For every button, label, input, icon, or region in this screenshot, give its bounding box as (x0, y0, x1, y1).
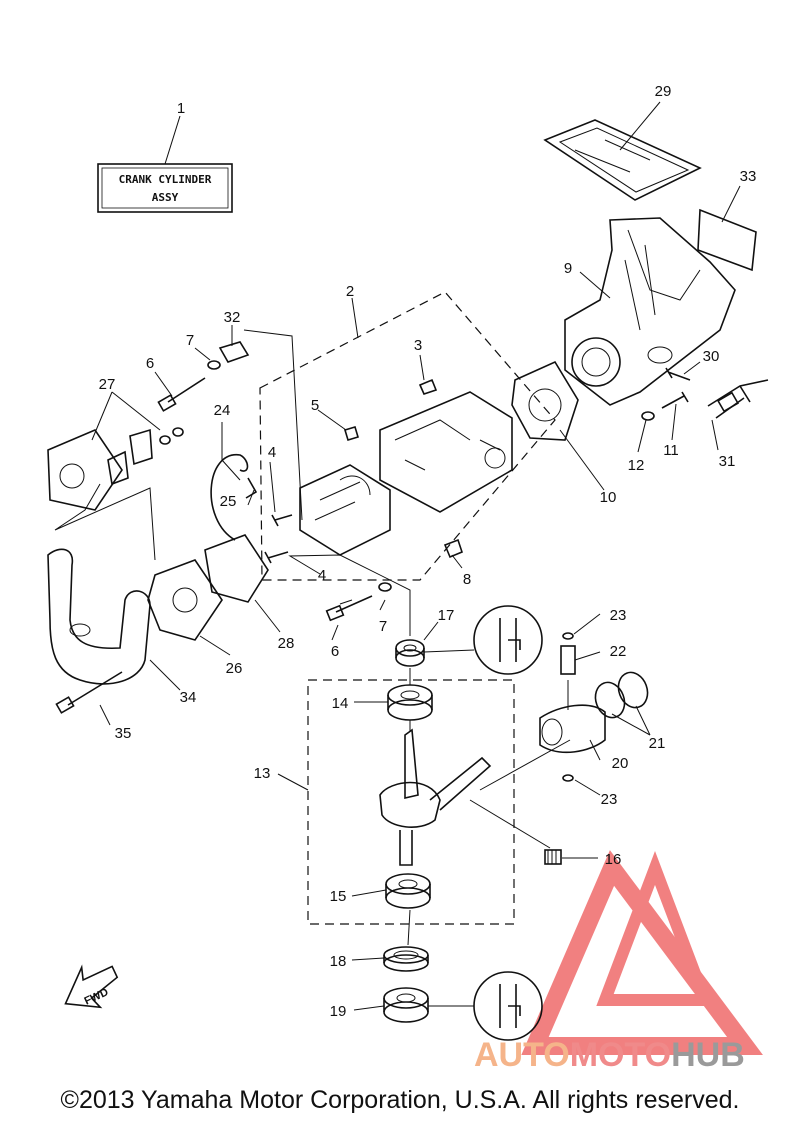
callout-16: 16 (605, 851, 622, 868)
callout-9: 9 (564, 260, 572, 277)
fwd-arrow-label: FWD (83, 986, 111, 1007)
callout-25: 25 (220, 493, 237, 510)
callout-30: 30 (703, 348, 720, 365)
callout-20: 20 (612, 755, 629, 772)
callout-15: 15 (330, 888, 347, 905)
part-20-piston (539, 704, 606, 754)
part-34-exhaust-manifold (47, 548, 151, 685)
part-15-bearing (385, 873, 431, 909)
callout-19: 19 (330, 1003, 347, 1020)
callout-14: 14 (332, 695, 349, 712)
callout-2: 2 (346, 283, 354, 300)
callout-21: 21 (649, 735, 666, 752)
callout-3: 3 (414, 337, 422, 354)
label-box-line2: ASSY (152, 191, 179, 204)
part-7-washer-upper (207, 360, 221, 370)
part-21-ring-1 (594, 681, 626, 719)
part-7-washer-lower (378, 582, 392, 592)
part-21-ring-2 (617, 671, 649, 709)
part-31-spark-plug (707, 379, 769, 419)
leader-lines (54, 101, 741, 1011)
part-8-dowel-pin (443, 538, 463, 559)
part-30-bolt (665, 367, 691, 381)
callout-7-upper: 7 (186, 332, 194, 349)
part-22-piston-pin (560, 645, 576, 675)
callout-31: 31 (719, 453, 736, 470)
part-32-clamp (218, 341, 250, 363)
seal-detail-circle-lower (473, 971, 543, 1041)
part-19-bearing (383, 987, 429, 1023)
callout-24: 24 (214, 402, 231, 419)
callout-4-lower: 4 (318, 567, 326, 584)
callout-35: 35 (115, 725, 132, 742)
part-14-bearing (387, 684, 433, 721)
callout-10: 10 (600, 489, 617, 506)
part-28-gasket (204, 534, 269, 603)
part-27-reed-valve (47, 427, 184, 511)
callout-5: 5 (311, 397, 319, 414)
callout-34: 34 (180, 689, 197, 706)
callout-29: 29 (655, 83, 672, 100)
callout-4-upper: 4 (268, 444, 276, 461)
part-13-crankshaft (379, 728, 492, 866)
part-16-needle-bearing (544, 849, 562, 865)
part-23-clip-upper (562, 632, 574, 640)
fwd-direction-arrow-icon: FWD (64, 964, 119, 1009)
part-24-hose (210, 454, 249, 541)
callout-22: 22 (610, 643, 627, 660)
watermark-auto: AUTO (474, 1036, 570, 1074)
part-35-bolt (55, 671, 123, 714)
seal-detail-circle-upper (473, 605, 543, 675)
watermark-text: AUTOMOTOHUB (474, 1036, 745, 1075)
part-26-intake-manifold (147, 559, 223, 641)
callout-11: 11 (663, 442, 679, 459)
callout-7-lower: 7 (379, 618, 387, 635)
watermark-logo-icon (521, 850, 763, 1055)
callout-26: 26 (226, 660, 243, 677)
assembly-label-box: CRANK CYLINDER ASSY (97, 163, 233, 213)
callout-6-lower: 6 (331, 643, 339, 660)
part-18-seal (383, 946, 429, 972)
callout-13: 13 (254, 765, 271, 782)
callout-33: 33 (740, 168, 757, 185)
copyright-footer: ©2013 Yamaha Motor Corporation, U.S.A. A… (60, 1086, 740, 1114)
part-6-bolt-upper (157, 377, 206, 412)
part-17-oil-seal (395, 639, 425, 667)
part-9-cylinder-head (564, 217, 736, 406)
callout-32: 32 (224, 309, 241, 326)
callout-23-lower: 23 (601, 791, 618, 808)
callout-18: 18 (330, 953, 347, 970)
part-29-cover-plate (543, 119, 702, 201)
callout-12: 12 (628, 457, 645, 474)
part-5-dowel-pin (344, 426, 359, 441)
label-box-line1: CRANK CYLINDER (119, 173, 212, 186)
part-23-clip-lower (562, 774, 574, 782)
crankcase-group-outline (259, 291, 556, 581)
watermark-hub: HUB (671, 1036, 745, 1074)
part-10-gasket (511, 360, 579, 441)
part-4-screw-lower (264, 551, 289, 564)
part-6-bolt-lower (325, 595, 373, 622)
callout-8: 8 (463, 571, 471, 588)
callout-1: 1 (177, 100, 185, 117)
part-11-bolt (661, 391, 689, 409)
part-3-dowel-pin (418, 378, 438, 395)
callout-17: 17 (438, 607, 455, 624)
callout-28: 28 (278, 635, 295, 652)
part-2-crankcase (299, 391, 513, 556)
callout-numbers: 1 2 3 4 4 5 6 6 7 7 8 9 10 11 12 13 14 1… (99, 83, 757, 1020)
part-12-washer (641, 411, 655, 421)
part-25-clip (245, 477, 258, 499)
watermark-moto: MOTO (569, 1036, 672, 1074)
callout-6-upper: 6 (146, 355, 154, 372)
callout-27: 27 (99, 376, 116, 393)
part-33-decal (697, 208, 757, 272)
part-4-screw-upper (271, 514, 293, 527)
callout-23-upper: 23 (610, 607, 627, 624)
